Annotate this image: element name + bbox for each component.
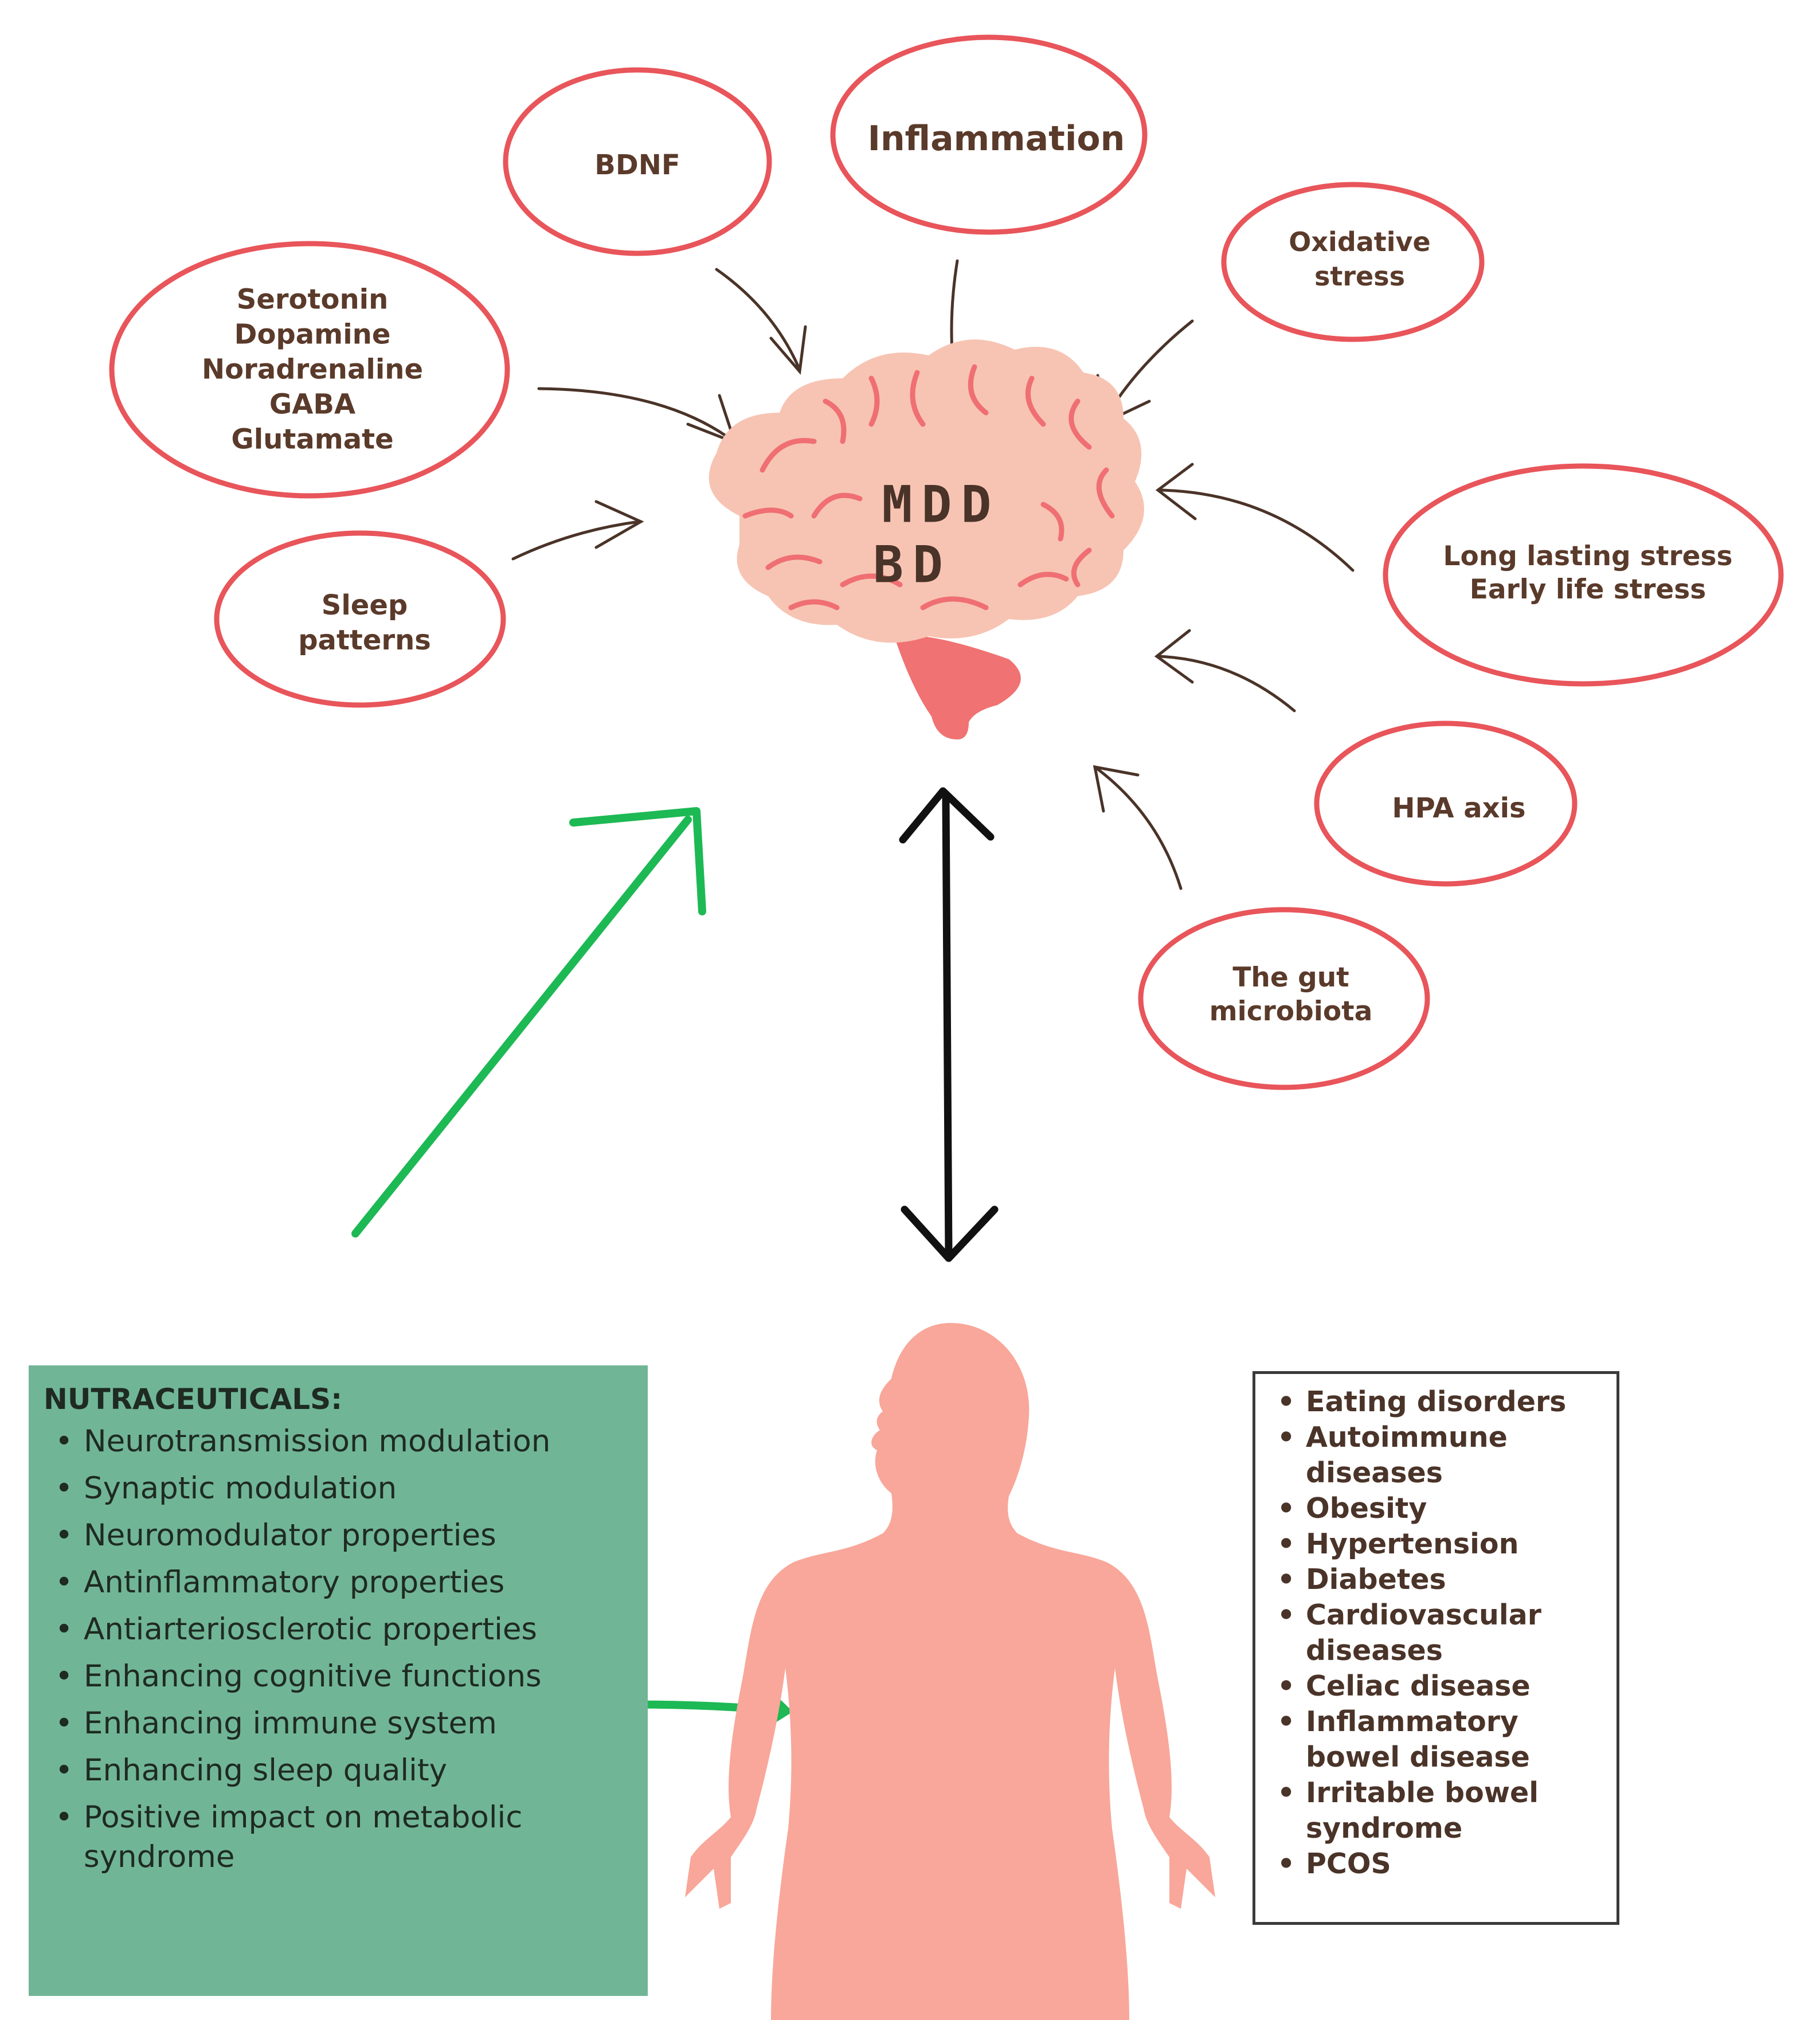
label-bdnf: BDNF bbox=[594, 149, 680, 181]
label-neurotransmitters: Serotonin Dopamine Noradrenaline GABA Gl… bbox=[202, 283, 423, 457]
brain-label-bd: BD bbox=[873, 535, 952, 594]
label-hpa: HPA axis bbox=[1392, 792, 1525, 824]
label-gut: The gut microbiota bbox=[1210, 961, 1373, 1028]
list-item: Positive impact on metabolic syndrome bbox=[55, 1798, 634, 1877]
label-sleep-line2: patterns bbox=[298, 624, 431, 656]
label-inflammation: Inflammation bbox=[868, 119, 1125, 159]
brain-label-mdd: MDD bbox=[882, 475, 1001, 534]
list-item: Autoimmune diseases bbox=[1277, 1420, 1608, 1491]
list-item: Enhancing cognitive functions bbox=[55, 1657, 634, 1696]
list-item: Eating disorders bbox=[1277, 1384, 1608, 1420]
label-stress-line2: Early life stress bbox=[1469, 574, 1707, 605]
arrow-neurotransmitters bbox=[537, 387, 738, 445]
arrow-sleep bbox=[511, 500, 644, 561]
arrow-stress bbox=[1155, 463, 1355, 572]
comorbidities-list: Eating disorders Autoimmune diseases Obe… bbox=[1270, 1384, 1608, 1882]
label-glutamate: Glutamate bbox=[231, 423, 394, 456]
list-item: Celiac disease bbox=[1277, 1669, 1608, 1704]
label-serotonin: Serotonin bbox=[236, 283, 389, 316]
ellipse-sleep bbox=[214, 530, 506, 708]
list-item: Neurotransmission modulation bbox=[55, 1422, 634, 1461]
label-gaba: GABA bbox=[269, 388, 356, 421]
list-item: Hypertension bbox=[1277, 1526, 1608, 1562]
arrow-bdnf bbox=[715, 268, 807, 375]
list-item: Obesity bbox=[1277, 1491, 1608, 1526]
double-arrow-brain-body bbox=[899, 787, 999, 1262]
ellipse-bdnf bbox=[503, 67, 772, 256]
arrow-hpa bbox=[1154, 629, 1296, 713]
label-oxidative-line1: Oxidative bbox=[1289, 226, 1431, 257]
ellipse-oxidative bbox=[1221, 182, 1485, 342]
ellipse-neurotransmitters bbox=[109, 241, 510, 499]
human-body-icon bbox=[685, 1323, 1215, 2020]
list-item: Enhancing immune system bbox=[55, 1704, 634, 1743]
list-item: PCOS bbox=[1277, 1846, 1608, 1882]
list-item: Cardiovascular diseases bbox=[1277, 1598, 1608, 1669]
label-hpa-text: HPA axis bbox=[1392, 792, 1526, 824]
list-item: Irritable bowel syndrome bbox=[1277, 1775, 1608, 1846]
ellipse-inflammation bbox=[830, 34, 1148, 235]
label-inflammation-text: Inflammation bbox=[867, 119, 1125, 159]
list-item: Inflammatory bowel disease bbox=[1277, 1704, 1608, 1775]
arrow-green-to-brain bbox=[351, 807, 706, 1238]
brain-icon bbox=[709, 339, 1144, 739]
label-sleep: Sleep patterns bbox=[298, 588, 431, 658]
nutraceuticals-box: NUTRACEUTICALS: Neurotransmission modula… bbox=[29, 1365, 648, 1996]
list-item: Antinflammatory properties bbox=[55, 1563, 634, 1602]
ellipse-stress bbox=[1383, 463, 1784, 687]
list-item: Diabetes bbox=[1277, 1562, 1608, 1598]
label-oxidative-line2: stress bbox=[1314, 261, 1406, 292]
label-dopamine: Dopamine bbox=[234, 318, 391, 351]
comorbidities-box: Eating disorders Autoimmune diseases Obe… bbox=[1253, 1371, 1619, 1925]
label-gut-line2: microbiota bbox=[1209, 996, 1373, 1027]
label-oxidative: Oxidative stress bbox=[1289, 225, 1430, 293]
list-item: Synaptic modulation bbox=[55, 1469, 634, 1508]
label-gut-line1: The gut bbox=[1232, 962, 1349, 993]
nutraceuticals-list: Neurotransmission modulation Synaptic mo… bbox=[44, 1422, 634, 1877]
list-item: Antiarteriosclerotic properties bbox=[55, 1610, 634, 1649]
ellipse-gut bbox=[1138, 907, 1430, 1090]
label-stress-line1: Long lasting stress bbox=[1443, 541, 1733, 572]
label-stress: Long lasting stress Early life stress bbox=[1443, 540, 1733, 606]
nutraceuticals-title: NUTRACEUTICALS: bbox=[44, 1383, 343, 1416]
label-sleep-line1: Sleep bbox=[321, 589, 408, 621]
list-item: Enhancing sleep quality bbox=[55, 1751, 634, 1790]
arrow-gut bbox=[1093, 765, 1183, 890]
label-noradrenaline: Noradrenaline bbox=[202, 353, 423, 386]
list-item: Neuromodulator properties bbox=[55, 1516, 634, 1555]
ellipse-hpa bbox=[1314, 721, 1578, 887]
label-bdnf-text: BDNF bbox=[594, 149, 680, 181]
